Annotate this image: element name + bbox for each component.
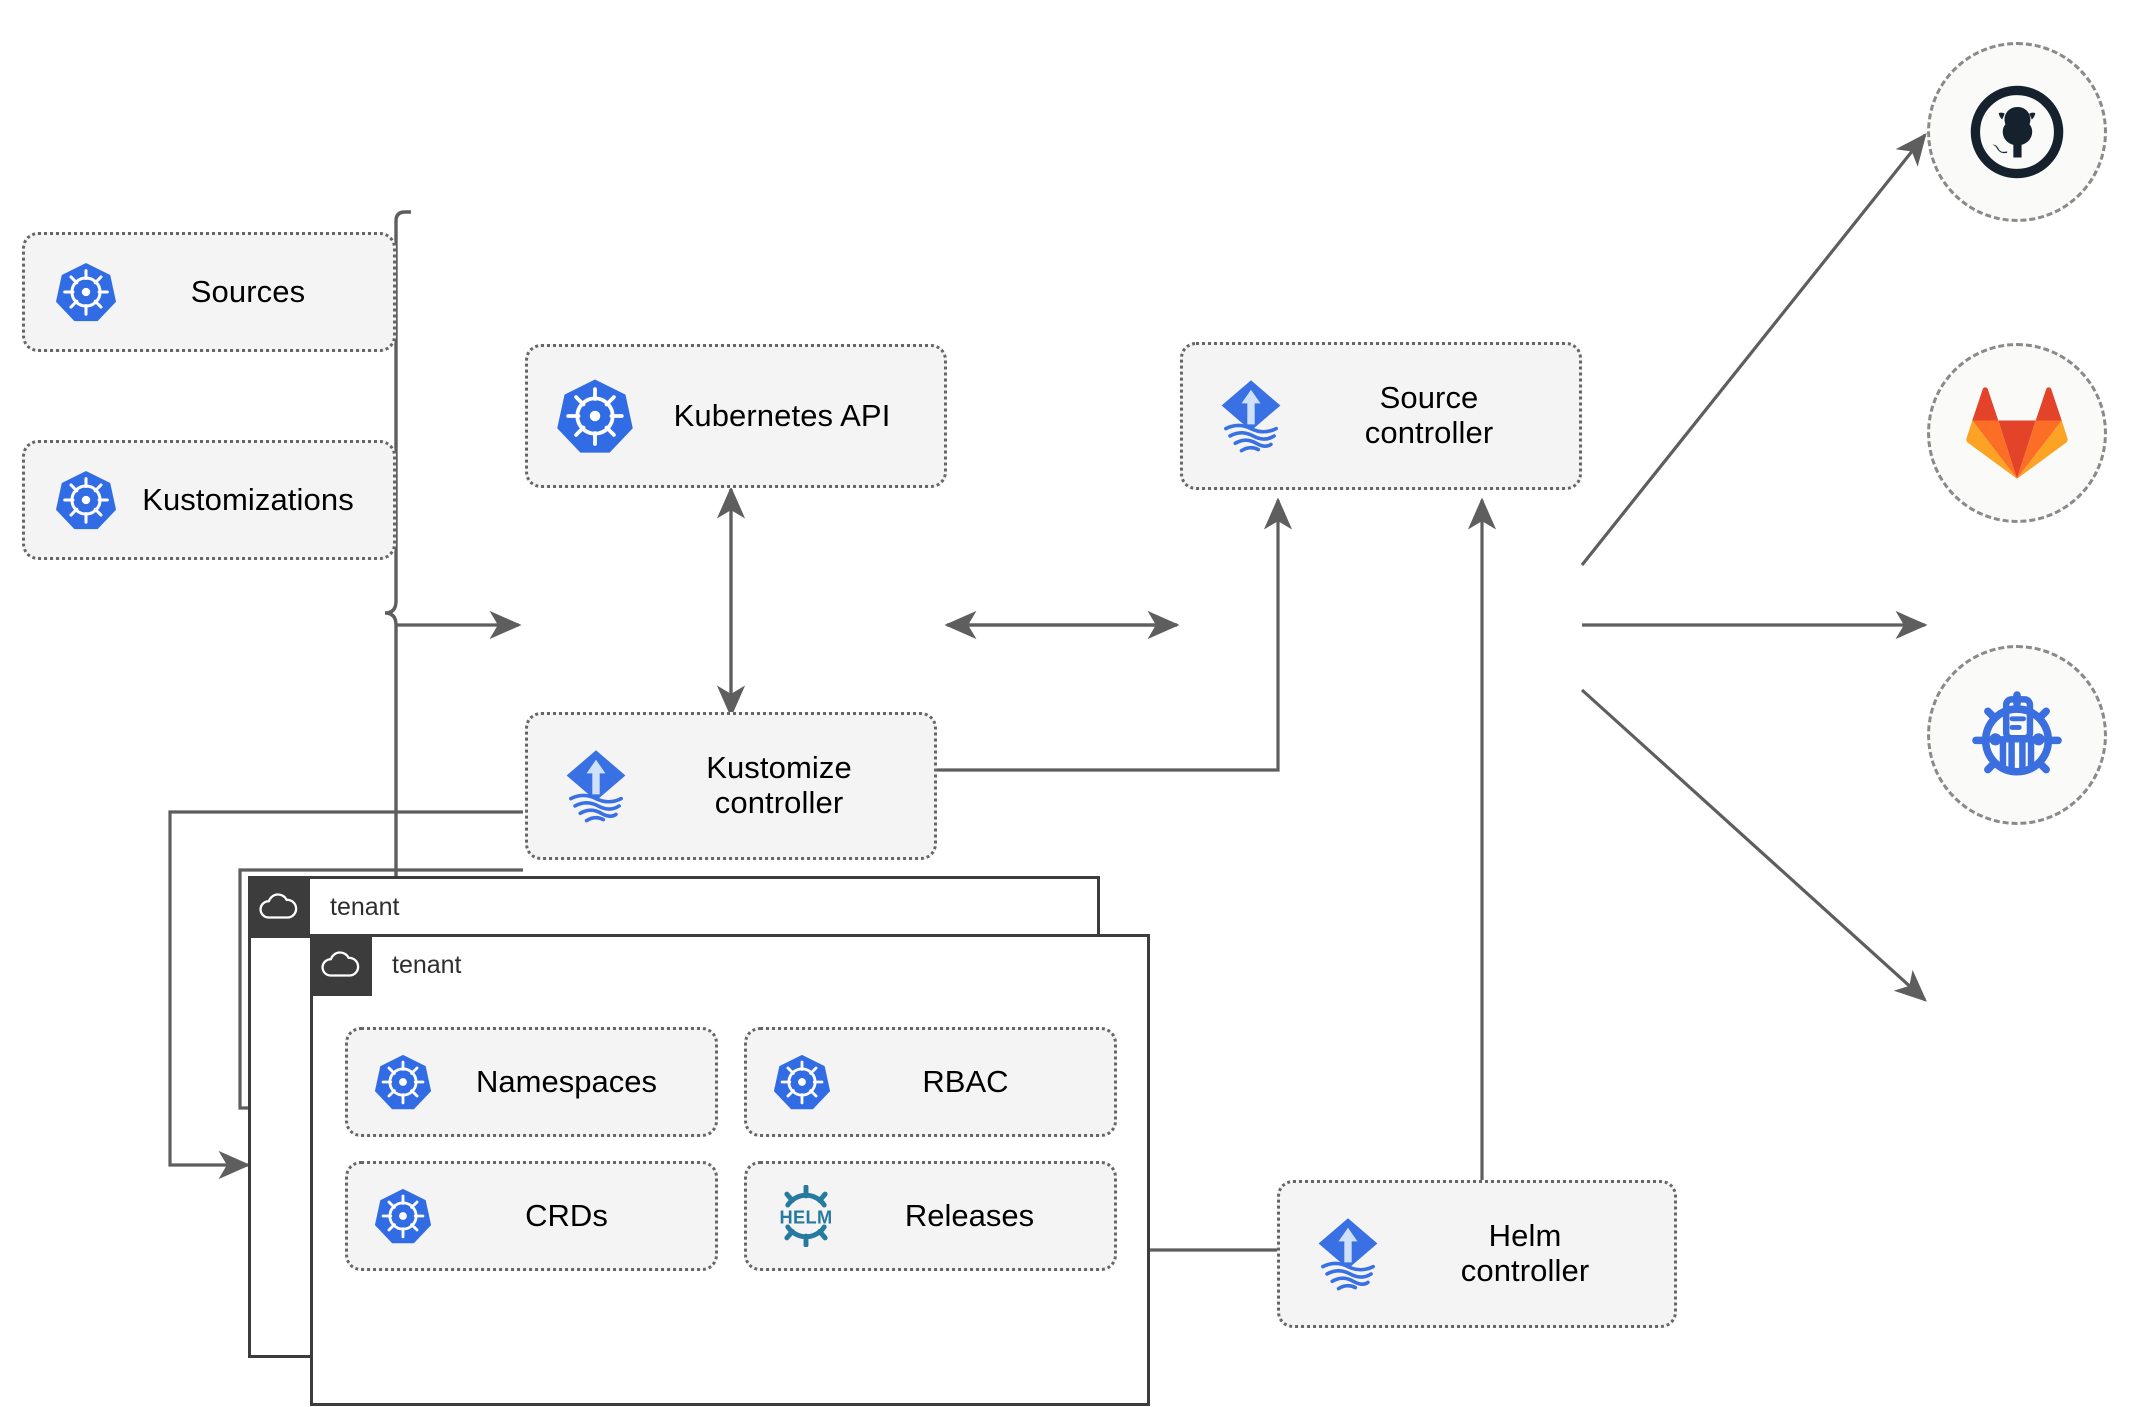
flux-icon — [1183, 374, 1293, 458]
helm-icon: HELM — [747, 1185, 839, 1247]
tenant-tab: tenant — [310, 934, 462, 996]
node-label: Sources — [190, 273, 306, 309]
flux-icon — [528, 744, 638, 828]
cloud-icon — [248, 876, 310, 938]
node-helm-controller[interactable]: Helm controller — [1277, 1180, 1677, 1328]
node-source-controller[interactable]: Source controller — [1180, 342, 1582, 490]
provider-helm-repository[interactable] — [1927, 645, 2107, 825]
resource-releases[interactable]: HELM Releases — [744, 1161, 1117, 1271]
node-sources[interactable]: Sources — [22, 232, 396, 352]
kubernetes-icon — [25, 261, 117, 323]
kubernetes-icon — [348, 1053, 432, 1111]
resource-rbac[interactable]: RBAC — [744, 1027, 1117, 1137]
gitlab-icon — [1965, 383, 2069, 483]
resource-label: RBAC — [922, 1064, 1009, 1099]
tenant-card-front[interactable]: tenant — [310, 934, 1150, 1406]
kubernetes-icon — [348, 1187, 432, 1245]
resource-label: Releases — [904, 1198, 1035, 1233]
node-kubernetes-api[interactable]: Kubernetes API — [525, 344, 947, 488]
node-label: Source controller — [1364, 380, 1494, 450]
node-kustomizations[interactable]: Kustomizations — [22, 440, 396, 560]
tenant-label: tenant — [330, 892, 400, 921]
svg-text:HELM: HELM — [779, 1206, 832, 1227]
cloud-icon — [310, 934, 372, 996]
provider-gitlab[interactable] — [1927, 343, 2107, 523]
resource-crds[interactable]: CRDs — [345, 1161, 718, 1271]
kubernetes-icon — [25, 469, 117, 531]
resource-namespaces[interactable]: Namespaces — [345, 1027, 718, 1137]
kubernetes-icon — [528, 377, 634, 455]
node-label: Helm controller — [1460, 1218, 1590, 1288]
tenant-tab: tenant — [248, 876, 400, 938]
node-label: Kustomize controller — [706, 750, 852, 820]
node-kustomize-controller[interactable]: Kustomize controller — [525, 712, 937, 860]
node-label: Kubernetes API — [673, 397, 891, 433]
kubernetes-icon — [747, 1053, 831, 1111]
github-icon — [1965, 80, 2069, 184]
provider-github[interactable] — [1927, 42, 2107, 222]
resource-label: Namespaces — [476, 1064, 657, 1099]
helm-repository-icon — [1963, 681, 2071, 789]
tenant-resource-grid: Namespaces — [345, 1027, 1117, 1271]
node-label: Kustomizations — [142, 481, 354, 517]
tenant-label: tenant — [392, 950, 462, 979]
resource-label: CRDs — [525, 1198, 608, 1233]
flux-icon — [1280, 1212, 1390, 1296]
